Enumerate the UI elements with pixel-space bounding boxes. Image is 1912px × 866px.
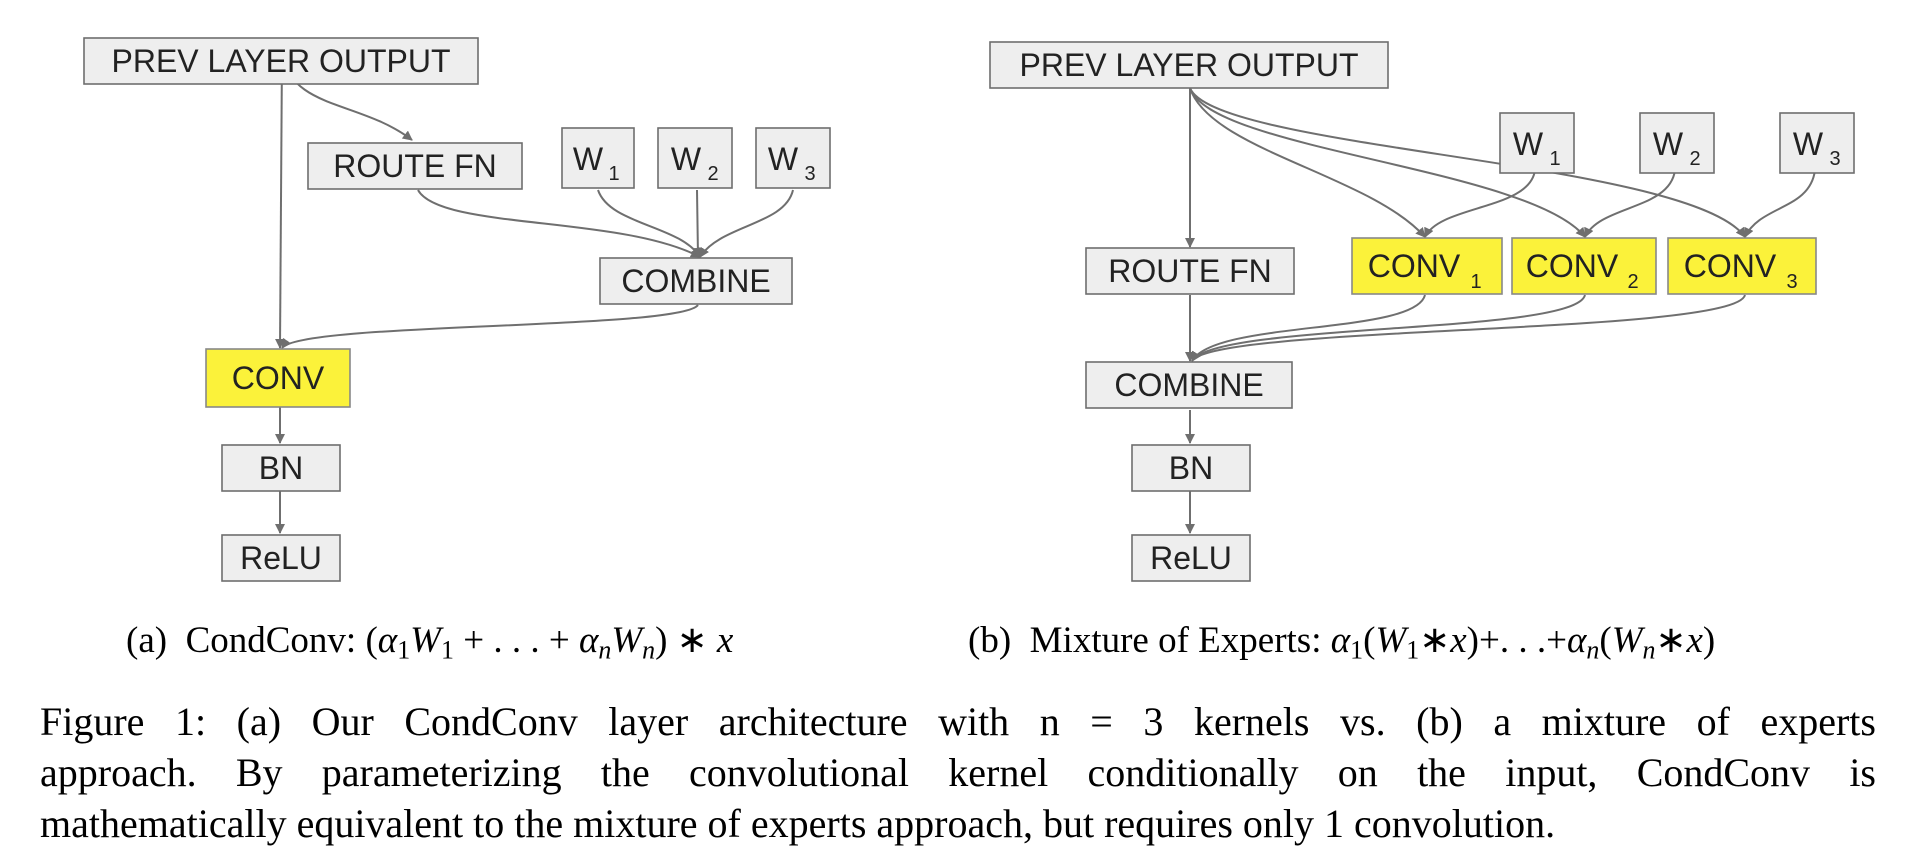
- node-a-relu-label: ReLU: [240, 540, 322, 576]
- node-b-w3-label: W: [1793, 126, 1824, 162]
- edge-b-prev-conv2: [1189, 87, 1586, 238]
- node-a-route-label: ROUTE FN: [333, 148, 497, 184]
- subcaption-b-name: Mixture of Experts:: [1029, 620, 1322, 661]
- node-a-route-fn: ROUTE FN: [307, 142, 523, 190]
- edge-a-w3-combine: [699, 189, 794, 258]
- node-a-w1: W 1: [561, 127, 635, 189]
- node-b-bn: BN: [1131, 444, 1251, 492]
- edge-b-conv3-combine: [1191, 294, 1746, 362]
- node-b-w2-label: W: [1653, 126, 1684, 162]
- edge-b-prev-conv3: [1189, 87, 1746, 238]
- node-b-conv2-sub: 2: [1627, 271, 1638, 293]
- subcaption-a-label: (a): [126, 620, 168, 661]
- node-b-conv1-sub: 1: [1470, 271, 1481, 293]
- edge-a-w1-combine: [597, 189, 701, 258]
- node-b-combine-label: COMBINE: [1114, 367, 1263, 403]
- node-b-w2: W 2: [1639, 112, 1715, 174]
- edge-a-prev-conv: [275, 51, 286, 349]
- figure-caption: Figure 1: (a) Our CondConv layer archite…: [40, 696, 1876, 849]
- architecture-figure: PREV LAYER OUTPUT ROUTE FN W 1 W 2 W 3 C…: [83, 37, 1855, 582]
- node-b-route-fn: ROUTE FN: [1085, 247, 1295, 295]
- subcaption-b-formula: α1(W1∗x)+. . .+αn(Wn∗x): [1330, 620, 1716, 665]
- node-a-w2-sub: 2: [707, 163, 718, 185]
- node-a-w3-sub: 3: [804, 163, 815, 185]
- node-b-relu-label: ReLU: [1150, 540, 1232, 576]
- node-a-w1-label: W: [573, 141, 604, 177]
- node-a-combine: COMBINE: [599, 257, 793, 305]
- edge-b-w3-conv3: [1744, 169, 1816, 238]
- node-a-prev-label: PREV LAYER OUTPUT: [111, 43, 450, 79]
- node-b-conv3: CONV 3: [1667, 237, 1817, 295]
- edge-a-route-combine: [417, 189, 701, 258]
- node-b-w1: W 1: [1499, 112, 1575, 174]
- subcaption-a: (a) CondConv: (α1W1 + . . . + αnWn) ∗ x: [126, 618, 733, 665]
- figure-caption-line-2: approach. By parameterizing the convolut…: [40, 750, 1876, 795]
- node-a-conv: CONV: [205, 348, 351, 408]
- panel-b-diagram: PREV LAYER OUTPUT W 1 W 2 W 3 ROUTE FN C…: [989, 41, 1855, 582]
- node-b-w2-sub: 2: [1689, 148, 1700, 170]
- node-a-w2: W 2: [657, 127, 733, 189]
- node-b-conv1: CONV 1: [1351, 237, 1503, 295]
- node-b-conv2: CONV 2: [1511, 237, 1657, 295]
- node-a-bn-label: BN: [259, 450, 303, 486]
- node-a-combine-label: COMBINE: [621, 263, 770, 299]
- edge-b-conv2-combine: [1191, 294, 1586, 362]
- node-a-w2-label: W: [671, 141, 702, 177]
- edge-b-w2-conv2: [1584, 169, 1676, 238]
- edge-b-prev-conv1: [1189, 87, 1426, 238]
- node-a-w1-sub: 1: [608, 163, 619, 185]
- subcaption-a-name: CondConv:: [185, 620, 357, 661]
- node-b-route-label: ROUTE FN: [1108, 253, 1272, 289]
- node-b-conv3-label: CONV: [1684, 248, 1777, 284]
- node-b-conv1-label: CONV: [1368, 248, 1461, 284]
- node-b-conv3-sub: 3: [1786, 271, 1797, 293]
- edge-a-w2-combine: [692, 189, 703, 258]
- node-b-prev-label: PREV LAYER OUTPUT: [1019, 47, 1358, 83]
- node-b-relu: ReLU: [1131, 534, 1251, 582]
- subcaption-a-formula: (α1W1 + . . . + αnWn) ∗ x: [365, 620, 734, 665]
- node-b-w1-label: W: [1513, 126, 1544, 162]
- node-a-conv-label: CONV: [232, 360, 325, 396]
- node-a-w3: W 3: [755, 127, 831, 189]
- subcaption-b: (b) Mixture of Experts: α1(W1∗x)+. . .+α…: [968, 618, 1715, 665]
- node-a-bn: BN: [221, 444, 341, 492]
- figure-caption-line-1: Figure 1: (a) Our CondConv layer archite…: [40, 699, 1876, 744]
- node-b-prev-layer-output: PREV LAYER OUTPUT: [989, 41, 1389, 89]
- node-b-w3: W 3: [1779, 112, 1855, 174]
- edge-b-conv1-combine: [1191, 294, 1426, 362]
- panel-a-diagram: PREV LAYER OUTPUT ROUTE FN W 1 W 2 W 3 C…: [83, 37, 831, 582]
- node-b-bn-label: BN: [1169, 450, 1213, 486]
- subcaption-b-label: (b): [968, 620, 1012, 661]
- edge-b-w1-conv1: [1424, 169, 1536, 238]
- node-a-prev-layer-output: PREV LAYER OUTPUT: [83, 37, 479, 85]
- node-b-conv2-label: CONV: [1526, 248, 1619, 284]
- node-a-relu: ReLU: [221, 534, 341, 582]
- node-b-w1-sub: 1: [1549, 148, 1560, 170]
- edge-a-combine-conv: [281, 304, 699, 349]
- figure-caption-line-3: mathematically equivalent to the mixture…: [40, 801, 1556, 846]
- node-a-w3-label: W: [768, 141, 799, 177]
- node-b-combine: COMBINE: [1085, 361, 1293, 409]
- node-b-w3-sub: 3: [1829, 148, 1840, 170]
